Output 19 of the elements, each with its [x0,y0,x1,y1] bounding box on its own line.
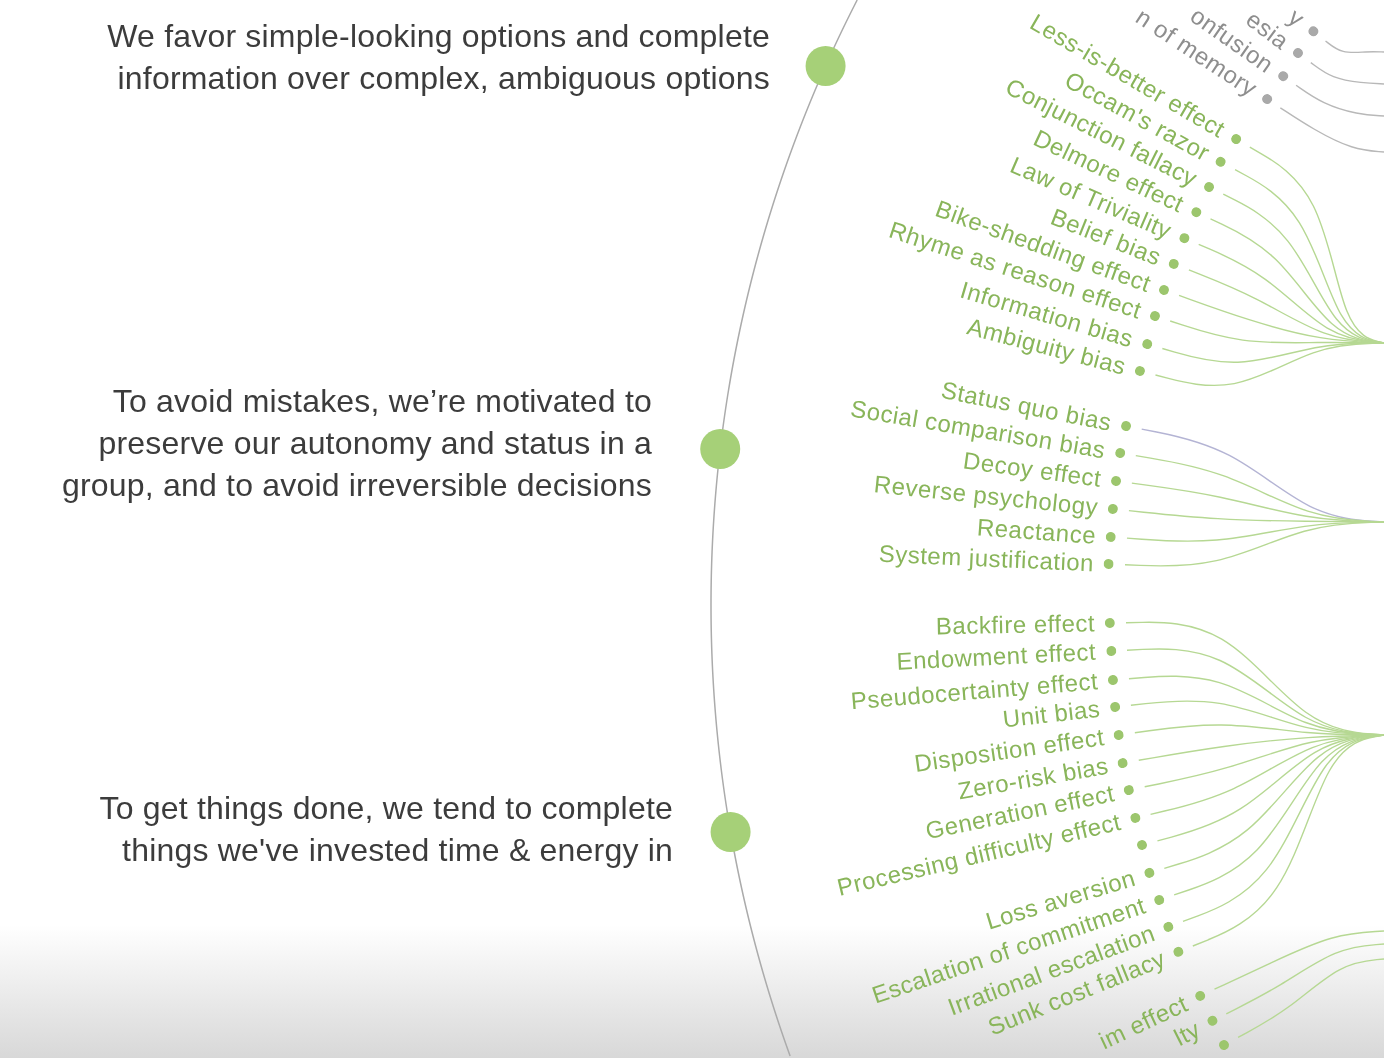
connector-line [1310,61,1384,85]
connector-line [1225,943,1384,1015]
category-text: To avoid mistakes, we’re motivated to preserve our autonomy and status in a group, and to avoid irreversible decisions [60,382,652,505]
bias-label: Backfire effect [935,611,1096,639]
connector-line [1279,107,1384,153]
connector-line [1213,930,1384,990]
connector-line [1249,146,1384,344]
connector-line [1124,521,1384,567]
connector-line [1192,734,1384,947]
bias-label: y [1284,4,1309,32]
connector-line [1237,958,1384,1039]
connector-line [1295,84,1384,117]
connector-line [1156,734,1384,842]
bias-label: Endowment effect [896,639,1097,674]
connector-line [1173,734,1384,896]
category-text: To get things done, we tend to complete things we've invested time & energy in [98,789,673,870]
connector-line [1154,342,1384,387]
connector-line [1324,40,1384,54]
category-text: We favor simple-looking options and complete information over complex, ambiguous options [106,17,770,98]
